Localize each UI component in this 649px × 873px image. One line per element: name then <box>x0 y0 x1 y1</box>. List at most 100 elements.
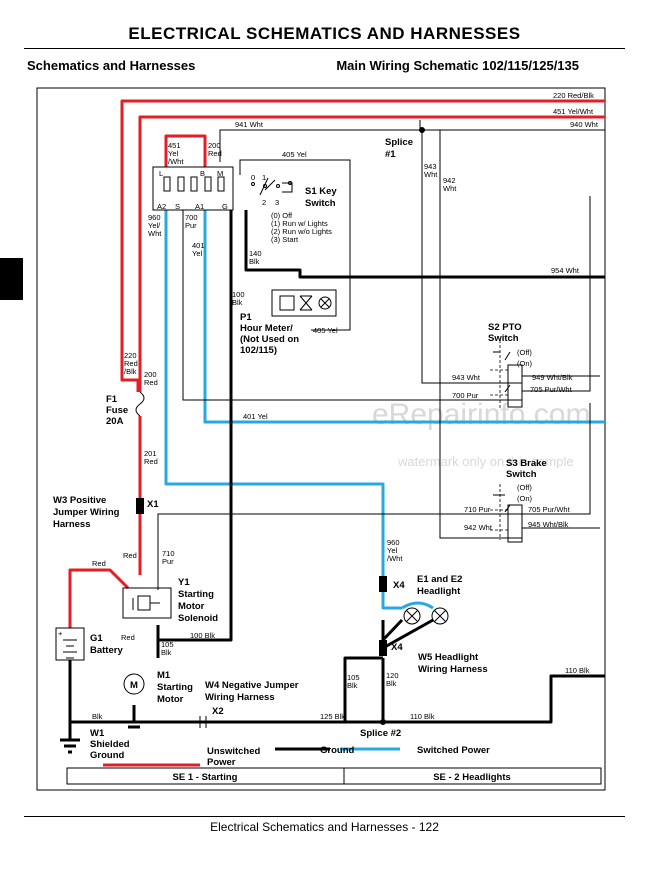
terminal-A1: A1 <box>195 202 204 211</box>
label-125-blk: 125 Blk <box>320 712 345 721</box>
label-949-wht-blk: 949 Wht/Blk <box>532 373 573 382</box>
label-100-blk: 100 Blk <box>190 631 215 640</box>
splice-2-dot <box>380 719 386 725</box>
page-title: ELECTRICAL SCHEMATICS AND HARNESSES <box>128 24 521 43</box>
label-700-b: Pur <box>185 221 197 230</box>
label-110-blk: 110 Blk <box>410 712 435 721</box>
label-401: 401 <box>192 241 205 250</box>
s1-key-switch-label-2: Switch <box>305 198 336 209</box>
label-140-b: Blk <box>249 257 260 266</box>
w1-label-c: Ground <box>90 750 124 761</box>
battery-g1 <box>55 627 85 661</box>
sw-pos-0: 0 <box>251 173 255 182</box>
x4-lower-label: X4 <box>391 642 403 653</box>
label-943-wht: 943 Wht <box>452 373 481 382</box>
label-105: 105 <box>161 640 174 649</box>
wire-140-954 <box>244 210 605 279</box>
label-700-pur: 700 Pur <box>452 391 479 400</box>
s1-pos-off: (0) Off <box>271 211 293 220</box>
p1-label: P1 <box>240 312 252 323</box>
label-201-b: Red <box>144 457 158 466</box>
splice-1-label-b: #1 <box>385 149 396 160</box>
terminal-A2: A2 <box>157 202 166 211</box>
label-200: 200 <box>208 141 221 150</box>
x1-label: X1 <box>147 499 159 510</box>
w1-label-b: Shielded <box>90 739 130 750</box>
f1-label-c: 20A <box>106 416 124 427</box>
label-220-b: Red <box>124 359 138 368</box>
legend-unswitched-b: Power <box>207 757 236 768</box>
se1-cell: SE 1 - Starting <box>173 772 238 783</box>
p1-label-b: Hour Meter/ <box>240 323 293 334</box>
splice-2-label: Splice #2 <box>360 728 401 739</box>
label-942: 942 <box>443 176 456 185</box>
s2-off: (Off) <box>517 348 532 357</box>
terminal-G: G <box>222 202 228 211</box>
pto-switch-body <box>507 364 523 408</box>
section-tab-marker <box>0 258 23 300</box>
w4-label-b: Wiring Harness <box>205 692 275 703</box>
label-105-right: 105 <box>347 673 360 682</box>
label-120-b: Blk <box>386 679 397 688</box>
label-451-yel-wht: 451 Yel/Wht <box>553 107 594 116</box>
label-700: 700 <box>185 213 198 222</box>
label-201: 201 <box>144 449 157 458</box>
s3-on: (On) <box>517 494 533 503</box>
label-451: 451 <box>168 141 181 150</box>
terminal-L: L <box>159 169 163 178</box>
terminal-B: B <box>200 169 205 178</box>
wire-705-pur-wht <box>522 196 591 392</box>
label-960: 960 <box>148 213 161 222</box>
wire-705-pur-wht-b <box>522 403 591 515</box>
wire-960-yel-wht <box>164 210 385 578</box>
key-switch-terminal-block <box>152 166 234 211</box>
label-110-blk-right: 110 Blk <box>565 666 590 675</box>
label-705-pur-wht-b: 705 Pur/Wht <box>528 505 571 514</box>
footer-rule <box>24 816 625 817</box>
diagram-frame <box>36 87 606 791</box>
hour-meter <box>271 289 337 317</box>
g1-label-b: Battery <box>90 645 123 656</box>
wire-220-red-blk <box>120 99 605 392</box>
y1-label-d: Solenoid <box>178 613 218 624</box>
title-rule <box>24 48 625 49</box>
y1-label: Y1 <box>178 577 190 588</box>
connector-x1 <box>136 498 144 514</box>
s2-label: S2 PTO <box>488 322 522 333</box>
m1-label: M1 <box>157 670 171 681</box>
label-105-b: Blk <box>161 648 172 657</box>
sw-pos-1: 1 <box>262 173 266 182</box>
label-954-wht: 954 Wht <box>551 266 580 275</box>
motor-m-letter: M <box>130 680 138 691</box>
y1-label-b: Starting <box>178 589 214 600</box>
wire-401-yel <box>203 210 605 424</box>
splice-1-dot <box>419 127 425 133</box>
x4-upper-label: X4 <box>393 580 405 591</box>
svg-text:+: + <box>58 629 63 638</box>
w3-label-c: Harness <box>53 519 91 530</box>
label-220-red-blk: 220 Red/Blk <box>553 91 594 100</box>
legend-unswitched: Unswitched <box>207 746 261 757</box>
m1-label-c: Motor <box>157 694 184 705</box>
label-red-a: Red <box>123 551 137 560</box>
headlight-bridge <box>401 601 434 610</box>
label-120: 120 <box>386 671 399 680</box>
system-table <box>66 767 602 785</box>
terminal-S: S <box>175 202 180 211</box>
y1-label-c: Motor <box>178 601 205 612</box>
label-red-b: Red <box>92 559 106 568</box>
e1-label: E1 and E2 <box>417 574 462 585</box>
w5-label: W5 Headlight <box>418 652 479 663</box>
label-945-wht-blk: 945 Wht/Blk <box>528 520 569 529</box>
s3-label: S3 Brake <box>506 458 547 469</box>
connector-x2 <box>199 716 207 728</box>
wire-942-wht <box>439 130 522 539</box>
label-200-lower: 200 <box>144 370 157 379</box>
connector-x4-lower <box>379 640 387 656</box>
label-960-lower-b: Yel <box>387 546 397 555</box>
label-451-c: /Wht <box>168 157 184 166</box>
label-940-wht: 940 Wht <box>570 120 599 129</box>
wire-200-red-to-switch <box>164 134 207 167</box>
p1-label-c: (Not Used on <box>240 334 299 345</box>
label-451-b: Yel <box>168 149 178 158</box>
